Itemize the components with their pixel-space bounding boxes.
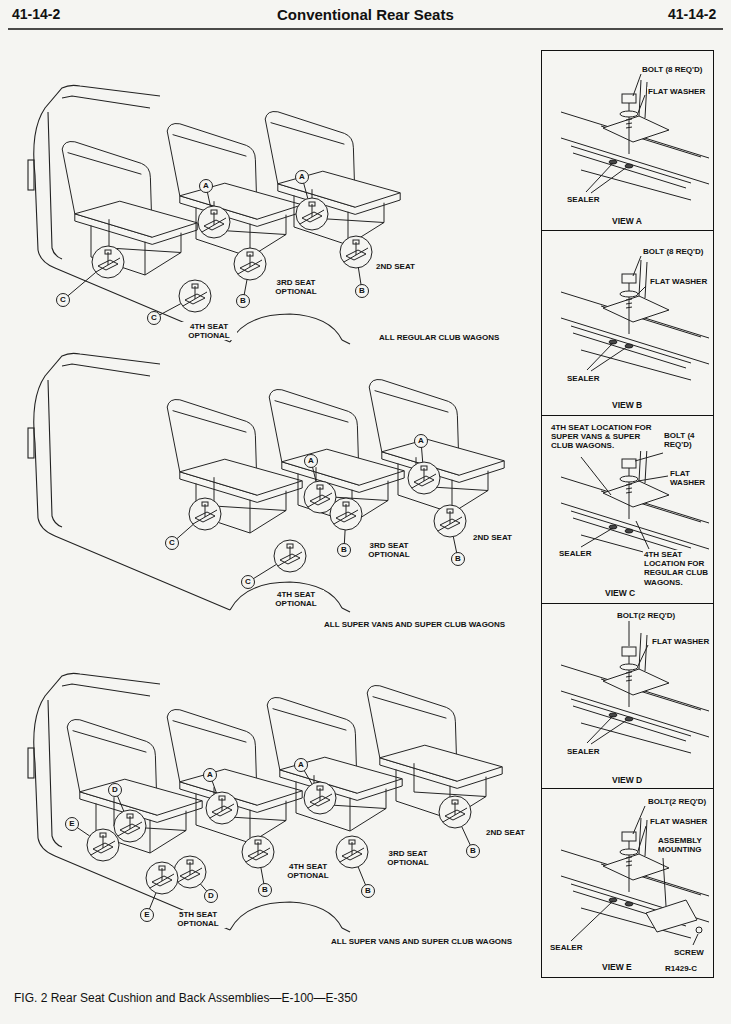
part-label: FLAT WASHER bbox=[649, 277, 708, 286]
callout-letter: A bbox=[201, 181, 212, 192]
callout-letter: B bbox=[453, 554, 464, 565]
part-label: BOLT(2 REQ'D) bbox=[616, 611, 676, 620]
part-label: BOLT (8 REQ'D) bbox=[642, 247, 704, 256]
figure-label: R1429-C bbox=[664, 964, 698, 973]
part-label: SCREW bbox=[673, 948, 705, 957]
part-label: 4TH SEAT LOCATION FOR SUPER VANS & SUPER… bbox=[550, 423, 656, 451]
callout-letter: B bbox=[363, 886, 374, 897]
part-label: SEALER bbox=[566, 195, 600, 204]
part-label: FLAT WASHER bbox=[669, 469, 711, 487]
figure-label: 4TH SEAT OPTIONAL bbox=[181, 322, 237, 340]
callout-letter: C bbox=[167, 538, 178, 549]
part-label: BOLT (4 REQ'D) bbox=[663, 431, 711, 449]
callout-letter: D bbox=[110, 785, 121, 796]
page-title: Conventional Rear Seats bbox=[277, 7, 454, 24]
view-title: VIEW D bbox=[611, 776, 643, 786]
part-label: SEALER bbox=[566, 374, 600, 383]
callout-letter: A bbox=[296, 760, 307, 771]
figure-label: 3RD SEAT OPTIONAL bbox=[268, 278, 324, 296]
figure-caption: FIG. 2 Rear Seat Cushion and Back Assemb… bbox=[14, 992, 358, 1005]
page-number: 41-14-2 bbox=[668, 7, 716, 22]
callout-letter: B bbox=[238, 296, 249, 307]
part-label: SEALER bbox=[558, 549, 592, 558]
callout-letter: A bbox=[416, 436, 427, 447]
figure-label: 4TH SEAT OPTIONAL bbox=[280, 862, 336, 880]
figure-label: 2ND SEAT bbox=[375, 262, 416, 271]
figure-label: 2ND SEAT bbox=[472, 533, 513, 542]
callout-letter: E bbox=[142, 910, 153, 921]
view-title: VIEW E bbox=[601, 963, 633, 973]
view-title: VIEW C bbox=[604, 589, 636, 599]
callout-letter: C bbox=[58, 295, 69, 306]
callout-letter: A bbox=[205, 770, 216, 781]
figure-label: ALL REGULAR CLUB WAGONS bbox=[378, 333, 500, 342]
figure-label: 2ND SEAT bbox=[485, 828, 526, 837]
callout-letter: B bbox=[260, 885, 271, 896]
figure-label: ALL SUPER VANS AND SUPER CLUB WAGONS bbox=[330, 937, 513, 946]
view-title: VIEW B bbox=[611, 401, 643, 411]
part-label: FLAT WASHER bbox=[647, 87, 706, 96]
view-title: VIEW A bbox=[611, 217, 643, 227]
callout-letter: A bbox=[306, 456, 317, 467]
part-label: FLAT WASHER bbox=[651, 637, 710, 646]
part-label: SEALER bbox=[549, 943, 583, 952]
figure-label: 3RD SEAT OPTIONAL bbox=[361, 541, 417, 559]
callout-letter: B bbox=[357, 286, 368, 297]
view-panel: 4TH SEAT LOCATION FOR SUPER VANS & SUPER… bbox=[541, 415, 714, 604]
part-label: ASSEMBLY MOUNTING bbox=[657, 836, 711, 854]
view-panel: BOLT(2 REQ'D) FLAT WASHER SEALER VIEW D bbox=[541, 603, 714, 789]
callout-letter: C bbox=[149, 313, 160, 324]
view-panel: BOLT(2 REQ'D) FLAT WASHER ASSEMBLY MOUNTIN… bbox=[541, 788, 714, 978]
figure-label: 3RD SEAT OPTIONAL bbox=[380, 849, 436, 867]
view-panel: BOLT (8 REQ'D) FLAT WASHER SEALER VIEW A bbox=[541, 50, 714, 231]
callout-letter: D bbox=[206, 891, 217, 902]
page-number: 41-14-2 bbox=[12, 7, 60, 22]
part-label: BOLT (8 REQ'D) bbox=[641, 65, 703, 74]
callout-letter: B bbox=[468, 846, 479, 857]
view-panel: BOLT (8 REQ'D) FLAT WASHER SEALER VIEW B bbox=[541, 230, 714, 416]
part-label: BOLT(2 REQ'D) bbox=[647, 797, 707, 806]
callout-letter: A bbox=[297, 172, 308, 183]
part-label: FLAT WASHER bbox=[649, 817, 708, 826]
part-label: SEALER bbox=[566, 747, 600, 756]
figure-label: 4TH SEAT OPTIONAL bbox=[268, 590, 324, 608]
callout-letter: E bbox=[67, 819, 78, 830]
figure-label: 5TH SEAT OPTIONAL bbox=[170, 910, 226, 928]
callout-letter: B bbox=[339, 545, 350, 556]
callout-letter: C bbox=[243, 577, 254, 588]
figure-label: ALL SUPER VANS AND SUPER CLUB WAGONS bbox=[323, 620, 506, 629]
part-label: 4TH SEAT LOCATION FOR REGULAR CLUB WAGON… bbox=[643, 550, 711, 587]
